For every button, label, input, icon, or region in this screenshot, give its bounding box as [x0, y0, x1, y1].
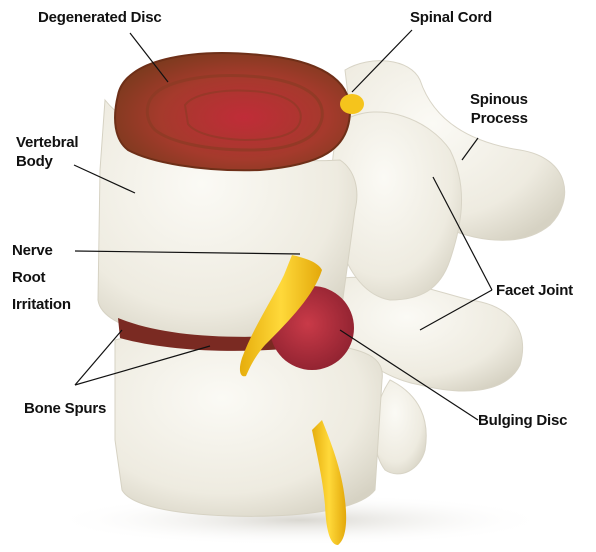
label-vertebral-body-line2: Body [16, 152, 78, 171]
label-nerve-root-irritation: Nerve Root Irritation [12, 237, 71, 318]
label-spinous-process-line2: Process [470, 109, 528, 128]
label-spinous-process-line1: Spinous [470, 90, 528, 109]
label-spinal-cord: Spinal Cord [410, 8, 492, 27]
label-facet-joint: Facet Joint [496, 281, 573, 300]
label-spinal-cord-text: Spinal Cord [410, 8, 492, 27]
label-nerve-root-line1: Nerve [12, 237, 71, 264]
label-vertebral-body-line1: Vertebral [16, 133, 78, 152]
label-spinous-process: Spinous Process [470, 90, 528, 128]
label-bone-spurs: Bone Spurs [24, 399, 106, 418]
spinal-cord-top [340, 94, 364, 114]
inferior-process [374, 380, 426, 474]
label-bone-spurs-text: Bone Spurs [24, 399, 106, 418]
label-nerve-root-line2: Root [12, 264, 71, 291]
label-facet-joint-text: Facet Joint [496, 281, 573, 300]
label-nerve-root-line3: Irritation [12, 291, 71, 318]
label-vertebral-body: Vertebral Body [16, 133, 78, 171]
label-bulging-disc-text: Bulging Disc [478, 411, 567, 430]
label-degenerated-disc: Degenerated Disc [38, 8, 162, 27]
label-degenerated-disc-text: Degenerated Disc [38, 8, 162, 27]
degenerated-disc [115, 53, 350, 170]
label-bulging-disc: Bulging Disc [478, 411, 567, 430]
